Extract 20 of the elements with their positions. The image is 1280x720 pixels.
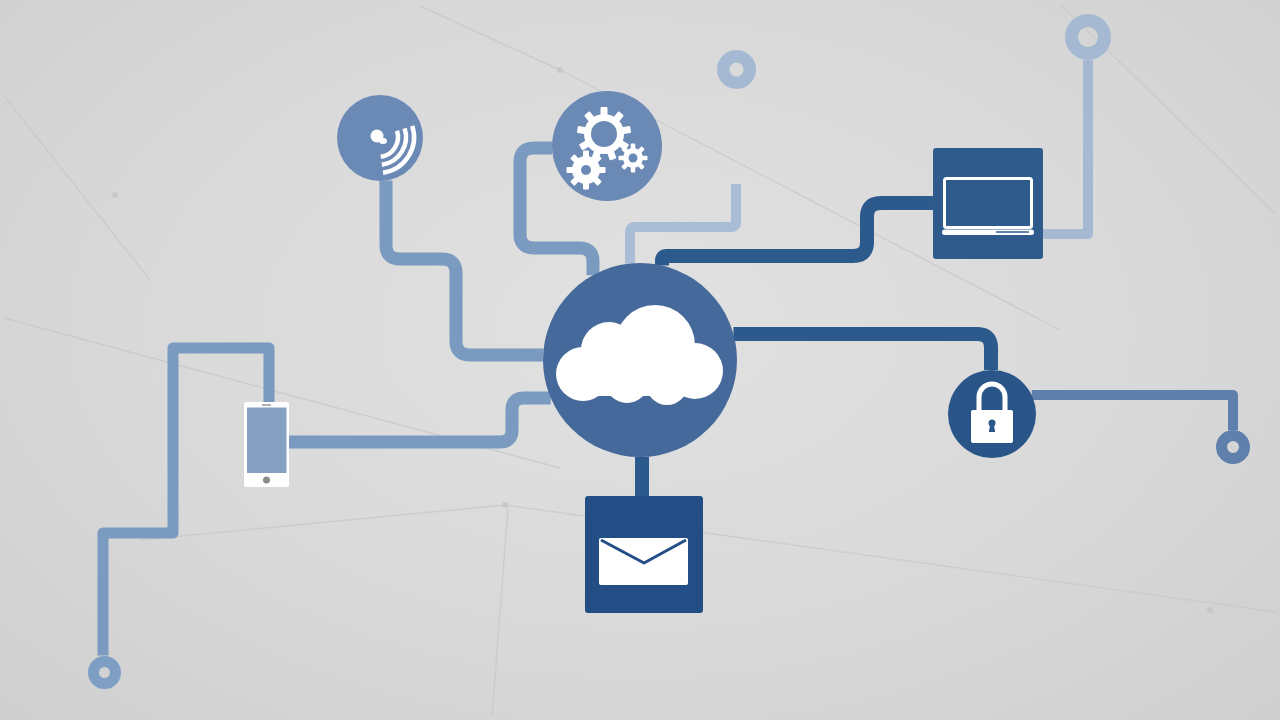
connector-line <box>379 180 544 362</box>
ring-icon <box>1216 430 1250 464</box>
gears-icon <box>552 91 662 201</box>
connector-line <box>97 342 275 656</box>
ring-icon <box>87 655 121 689</box>
wireless-signal-icon <box>337 95 423 181</box>
connector-line <box>289 391 551 449</box>
envelope-icon <box>585 496 703 613</box>
connector-line <box>635 457 649 496</box>
ring-icon <box>1065 14 1111 60</box>
laptop-icon <box>933 148 1043 259</box>
padlock-icon <box>948 370 1036 458</box>
connector-line <box>625 184 741 264</box>
connector-line <box>513 141 600 276</box>
connector-line <box>1043 60 1093 239</box>
smartphone-icon <box>244 402 289 487</box>
cloud-icon <box>543 263 737 457</box>
connector-line <box>733 327 998 370</box>
connector-line <box>655 196 933 268</box>
ring-icon <box>716 49 756 89</box>
